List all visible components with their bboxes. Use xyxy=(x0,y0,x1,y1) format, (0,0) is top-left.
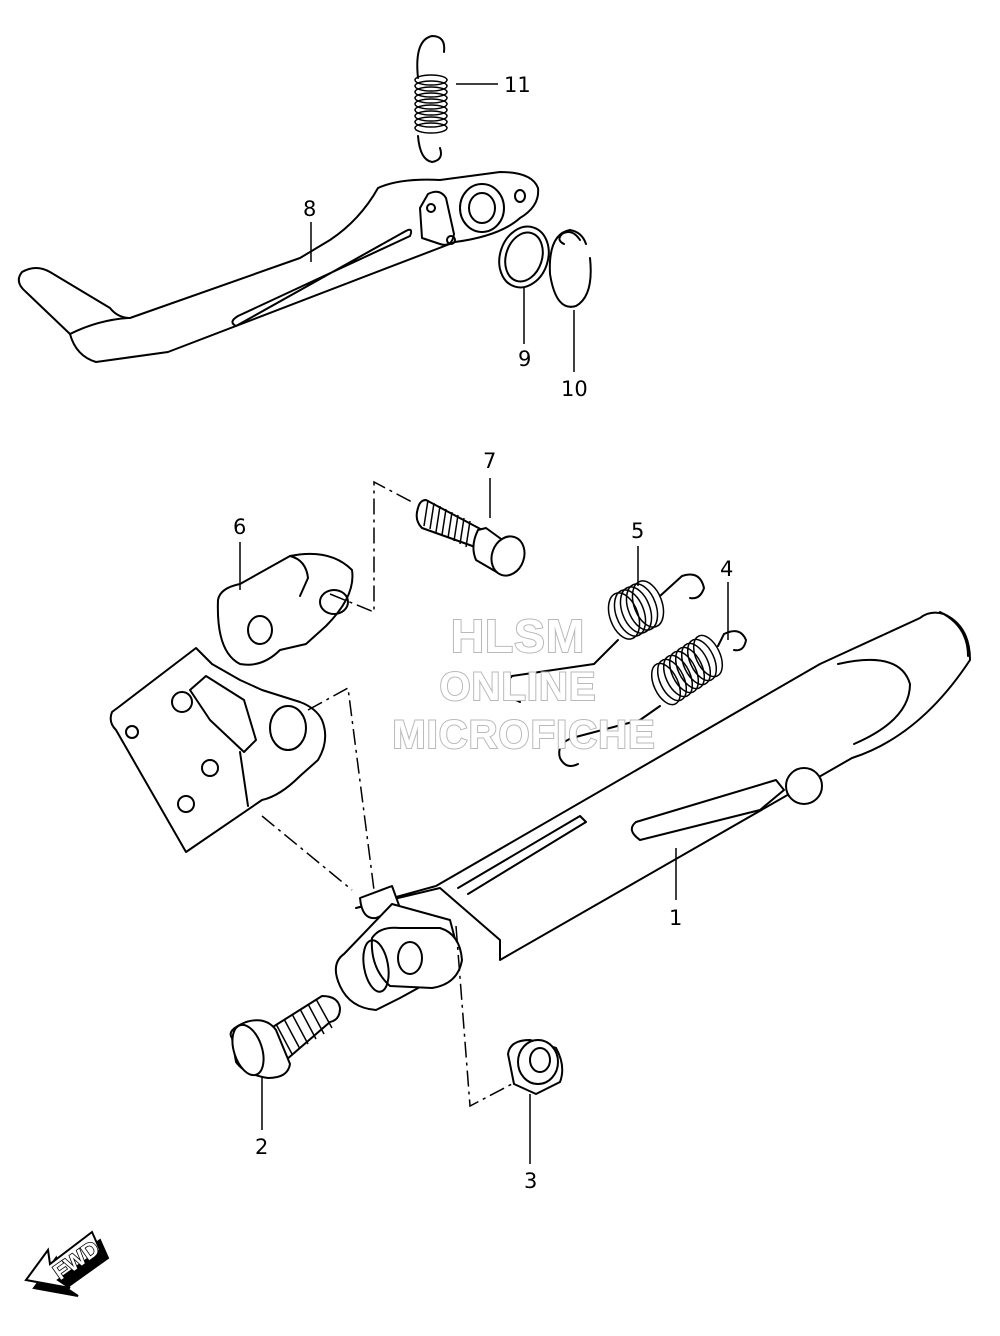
callout-2[interactable]: 2 xyxy=(255,1135,268,1159)
callout-3[interactable]: 3 xyxy=(524,1169,537,1193)
part-8-pedal[interactable] xyxy=(17,171,540,363)
arrow-down-left-icon xyxy=(24,1230,110,1297)
watermark: HLSM ONLINE MICROFICHE xyxy=(391,609,655,758)
assembly-lines xyxy=(261,480,513,1108)
part-10-circlip[interactable] xyxy=(548,229,592,308)
part-5-spring[interactable] xyxy=(506,573,705,703)
callout-10[interactable]: 10 xyxy=(561,377,588,401)
watermark-line-2: ONLINE xyxy=(439,665,596,709)
part-7-bolt[interactable] xyxy=(415,499,530,580)
part-4-spring[interactable] xyxy=(558,630,747,767)
callout-5[interactable]: 5 xyxy=(631,519,644,543)
callout-11[interactable]: 11 xyxy=(504,73,531,97)
callout-1[interactable]: 1 xyxy=(669,906,682,930)
watermark-line-1: HLSM xyxy=(451,610,585,662)
callout-6[interactable]: 6 xyxy=(233,515,246,539)
fwd-badge: FWD xyxy=(24,1230,110,1297)
callout-7[interactable]: 7 xyxy=(483,449,496,473)
part-9-washer[interactable] xyxy=(492,220,557,294)
callout-8[interactable]: 8 xyxy=(303,197,316,221)
watermark-line-3: MICROFICHE xyxy=(392,713,655,757)
callout-4[interactable]: 4 xyxy=(720,557,733,581)
callout-9[interactable]: 9 xyxy=(518,347,531,371)
part-1-side-stand[interactable] xyxy=(334,611,971,1011)
part-3-nut[interactable] xyxy=(507,1039,564,1095)
part-6-bracket[interactable] xyxy=(109,552,354,853)
leader-lines xyxy=(239,83,729,1164)
part-11-spring[interactable] xyxy=(414,35,448,163)
callout-labels: 11 8 9 10 7 6 5 4 1 2 3 xyxy=(233,73,733,1193)
part-2-pivot-bolt[interactable] xyxy=(227,995,341,1079)
